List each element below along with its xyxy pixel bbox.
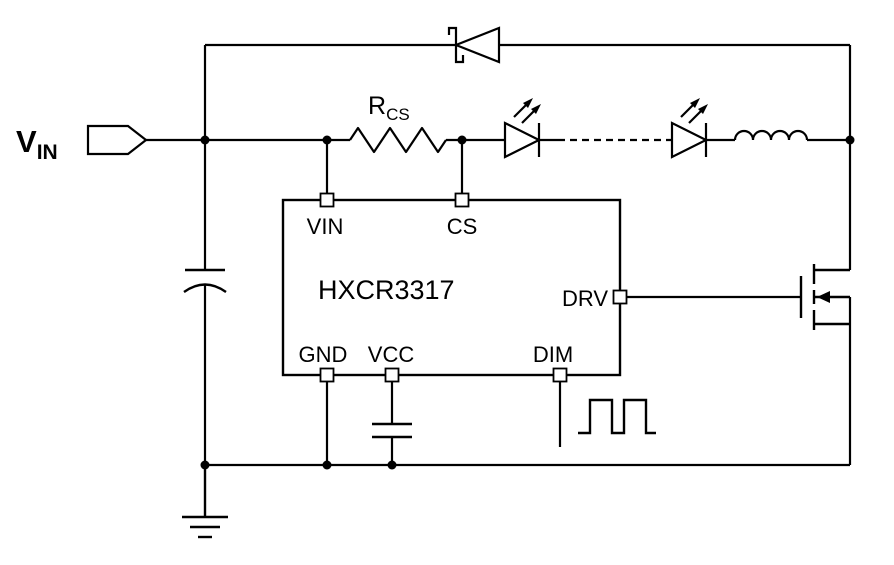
led-emission-arrow — [521, 109, 536, 124]
led-triangle — [503, 121, 542, 159]
vin-label: VIN — [16, 124, 58, 164]
ic-body — [281, 198, 622, 377]
pin-label-cs: CS — [447, 214, 478, 239]
led-triangle — [670, 121, 709, 159]
junction-dot — [457, 135, 467, 145]
led-arrowhead-icon — [523, 98, 533, 108]
ic-pin-vcc — [384, 367, 400, 383]
junction-dot — [322, 135, 332, 145]
pin-label-gnd: GND — [299, 342, 348, 367]
inductor — [733, 129, 809, 141]
ic-name: HXCR3317 — [318, 275, 455, 305]
ic: HXCR3317 VIN CS DRV GND VCC DIM — [281, 192, 628, 383]
vin-terminal — [86, 124, 148, 156]
led-emission-arrow — [688, 109, 703, 124]
junction-dot — [387, 460, 397, 470]
ground-symbol — [182, 465, 228, 539]
input-capacitor — [183, 268, 227, 293]
terminal-shape — [86, 124, 148, 156]
rcs-label: RCS — [368, 92, 410, 124]
junction-dot — [200, 135, 210, 145]
diode-schottky-bar — [447, 26, 465, 64]
pin-label-drv: DRV — [562, 286, 608, 311]
junction-dots — [200, 135, 855, 470]
led-emission-arrow — [513, 103, 528, 118]
pin-label-dim: DIM — [533, 342, 573, 367]
led-emission-arrow — [680, 103, 695, 118]
led-arrowhead-icon — [531, 104, 541, 114]
pin-label-vin: VIN — [307, 214, 344, 239]
vcc-capacitor — [372, 422, 412, 439]
ic-pin-gnd — [319, 367, 335, 383]
freewheeling-diode — [447, 26, 501, 64]
pin-label-vcc: VCC — [368, 342, 415, 367]
junction-dot — [322, 460, 332, 470]
junction-dot — [845, 135, 855, 145]
led-2 — [670, 98, 709, 159]
led-arrowhead-icon — [698, 104, 708, 114]
led-arrowhead-icon — [690, 98, 700, 108]
ic-pin-cs — [454, 192, 470, 208]
cap-plate-bottom — [183, 283, 227, 293]
current-sense-resistor — [349, 126, 447, 154]
pwm-waveform-icon — [578, 398, 656, 435]
ic-pin-drv — [612, 289, 628, 305]
diode-triangle — [453, 26, 501, 64]
junction-dot — [200, 460, 210, 470]
mosfet — [799, 264, 850, 330]
ic-pin-vin — [319, 192, 335, 208]
led-1 — [503, 98, 542, 159]
wires — [146, 43, 852, 467]
ic-pin-dim — [552, 367, 568, 383]
mosfet-body-arrow-icon — [817, 291, 830, 303]
